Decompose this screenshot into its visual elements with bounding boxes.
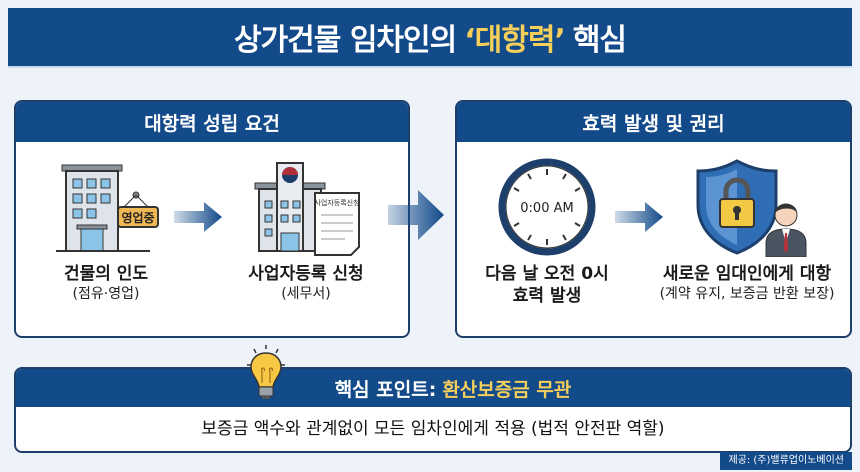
lightbulb-icon <box>247 345 285 399</box>
key-point-highlight: 환산보증금 무관 <box>442 378 572 401</box>
step-business-registration: 사업자등록신청 사업자등록 신청 (세무서) <box>221 157 391 303</box>
arrow-right-icon <box>615 202 663 232</box>
step-sublabel: (계약 유지, 보증금 반환 보장) <box>659 286 835 302</box>
building-open-sign-icon: 영업중 <box>56 164 159 252</box>
shield-lock-person-icon <box>696 159 807 257</box>
title-highlight: ‘대항력’ <box>464 23 566 58</box>
step-label: 새로운 임대인에게 대항 <box>662 264 832 284</box>
step-building-handover: 영업중 건물의 인도 (점유·영업) <box>21 157 191 303</box>
page-title: 상가건물 임차인의 ‘대항력’ 핵심 <box>8 8 852 68</box>
document-title: 사업자등록신청 <box>314 198 359 207</box>
requirements-header: 대항력 성립 요건 <box>16 102 408 142</box>
title-prefix: 상가건물 임차인의 <box>233 23 457 58</box>
effects-header: 효력 발생 및 권리 <box>457 102 850 142</box>
key-point-prefix: 핵심 포인트: <box>334 378 437 401</box>
step-sublabel: (세무서) <box>281 286 331 302</box>
key-point-body: 보증금 액수와 관계없이 모든 임차인에게 적용 (법적 안전판 역할) <box>201 419 665 439</box>
step-sublabel: (점유·영업) <box>72 286 140 302</box>
credit-badge: 제공: (주)밸류업이노베이션 <box>720 452 852 470</box>
big-arrow-right-icon <box>388 190 444 240</box>
step-label: 다음 날 오전 0시 <box>485 264 609 284</box>
tax-office-document-icon: 사업자등록신청 <box>254 162 360 256</box>
step-label: 사업자등록 신청 <box>248 264 364 284</box>
step-sublabel: 효력 발생 <box>512 286 582 306</box>
step-label: 건물의 인도 <box>63 264 149 284</box>
arrow-right-icon <box>174 202 222 232</box>
step-counter-new-landlord: 새로운 임대인에게 대항 (계약 유지, 보증금 반환 보장) <box>647 157 847 303</box>
clock-time: 0:00 AM <box>520 201 573 216</box>
open-sign-text: 영업중 <box>121 210 154 225</box>
key-point-panel: 핵심 포인트: 환산보증금 무관 보증금 액수와 관계없이 모든 임차인에게 적… <box>14 367 852 453</box>
requirements-panel: 대항력 성립 요건 영업중 건물의 인도 (점유·영업) <box>14 100 410 338</box>
effects-panel: 효력 발생 및 권리 0:00 AM 다음 날 오전 0시 효력 발생 <box>455 100 852 338</box>
clock-icon: 0:00 AM <box>498 158 596 256</box>
step-effective-time: 0:00 AM 다음 날 오전 0시 효력 발생 <box>462 157 632 307</box>
key-point-header: 핵심 포인트: 환산보증금 무관 <box>16 369 850 407</box>
title-suffix: 핵심 <box>572 23 627 58</box>
